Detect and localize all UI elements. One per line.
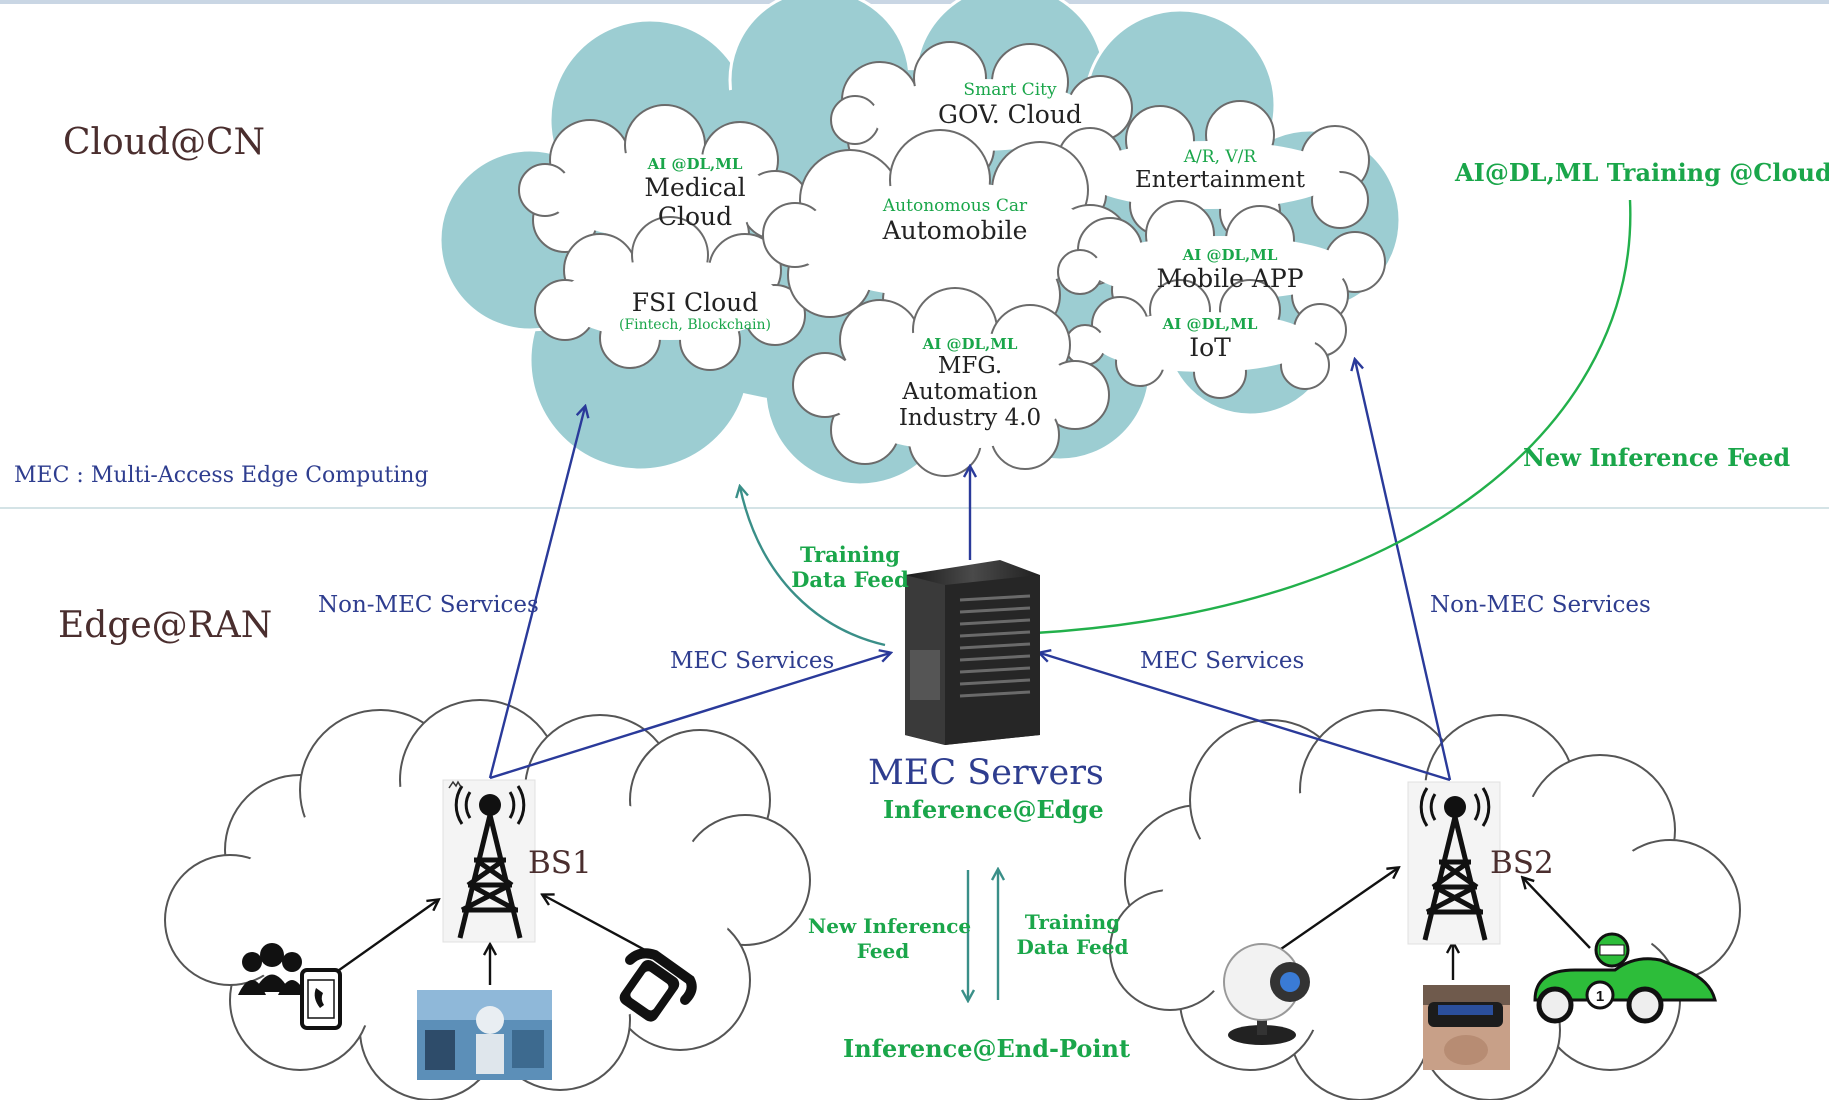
vr-headset-icon — [1423, 985, 1510, 1070]
training-at-cloud-label: AI@DL,ML Training @Cloud — [1455, 158, 1829, 187]
medical-name-1: Medical — [644, 173, 746, 202]
automobile-name: Automobile — [882, 216, 1028, 245]
entertainment-sub: A/R, V/R — [1183, 147, 1257, 167]
mec-servers-label: MEC Servers — [868, 753, 1104, 793]
inference-edge-label: Inference@Edge — [883, 795, 1104, 824]
cloud-zone-label: Cloud@CN — [63, 122, 266, 163]
gov-cloud-sub: Smart City — [963, 80, 1057, 100]
race-car-icon: 1 — [1533, 932, 1717, 1024]
fsi-cloud-shape — [534, 216, 806, 371]
training-data-feed-bottom-1: Training — [1024, 910, 1121, 934]
entertainment-name: Entertainment — [1134, 167, 1306, 193]
mfg-name-1: MFG. — [937, 353, 1003, 379]
training-data-feed-line1: Training — [800, 542, 900, 567]
mobile-app-name: Mobile APP — [1156, 264, 1304, 293]
mec-services-right: MEC Services — [1140, 648, 1305, 674]
mfg-sub: AI @DL,ML — [922, 335, 1018, 353]
automobile-cloud: Autonomous Car Automobile — [835, 196, 1075, 245]
new-inference-feed-bottom-1: New Inference — [808, 914, 972, 938]
sub-clouds — [518, 41, 1386, 477]
non-mec-services-right: Non-MEC Services — [1430, 592, 1651, 618]
new-inference-feed-label: New Inference Feed — [1523, 443, 1791, 472]
top-band — [0, 0, 1829, 4]
svg-text:1: 1 — [1596, 988, 1604, 1005]
bs1-label: BS1 — [528, 845, 592, 881]
iot-cloud-shape — [1064, 279, 1347, 399]
non-mec-services-left: Non-MEC Services — [318, 592, 539, 618]
fsi-name: FSI Cloud — [631, 288, 759, 317]
arrow-webcam-to-bs2 — [1264, 868, 1398, 961]
mfg-name-2: Automation — [902, 379, 1038, 405]
entertainment-cloud-shape — [1053, 100, 1370, 243]
tower-icon — [442, 779, 536, 943]
webcam-icon — [1223, 943, 1310, 1045]
arrow-training-data-feed — [740, 487, 886, 647]
arrow-new-inference-feed — [1035, 199, 1632, 633]
training-data-feed-bottom: Training Data Feed — [1015, 910, 1130, 960]
medical-cloud: AI @DL,ML Medical Cloud — [580, 155, 810, 231]
fsi-sub: (Fintech, Blockchain) — [618, 317, 772, 333]
mec-services-left: MEC Services — [670, 648, 835, 674]
automobile-sub: Autonomous Car — [882, 196, 1028, 216]
people-icon — [238, 943, 306, 995]
mec-definition: MEC : Multi-Access Edge Computing — [14, 463, 429, 488]
mfg-cloud: AI @DL,ML MFG. Automation Industry 4.0 — [860, 335, 1080, 431]
mobile-app-sub: AI @DL,ML — [1182, 246, 1278, 264]
mobile-app-cloud: AI @DL,ML Mobile APP — [1100, 246, 1360, 293]
new-inference-feed-bottom: New Inference Feed — [808, 914, 972, 964]
robot-photo-icon — [417, 990, 552, 1080]
tower-icon — [1407, 781, 1501, 945]
arrow-non-mec-left — [488, 407, 585, 779]
entertainment-cloud: A/R, V/R Entertainment — [1090, 147, 1350, 193]
training-data-feed-line2: Data Feed — [791, 567, 909, 592]
gov-cloud: Smart City GOV. Cloud — [880, 80, 1140, 129]
training-data-feed-label: Training Data Feed — [790, 542, 910, 592]
iot-sub: AI @DL,ML — [1162, 315, 1258, 333]
new-inference-feed-bottom-2: Feed — [856, 939, 910, 963]
arrow-watch-to-bs1 — [543, 895, 646, 952]
iot-cloud: AI @DL,ML IoT — [1110, 315, 1310, 362]
edge-zone-label: Edge@RAN — [58, 605, 273, 646]
mfg-name-3: Industry 4.0 — [898, 405, 1042, 431]
mfg-cloud-shape — [792, 287, 1110, 477]
gov-cloud-name: GOV. Cloud — [938, 100, 1082, 129]
phone-icon — [300, 968, 342, 1030]
server-tower-icon — [905, 560, 1040, 745]
medical-name-2: Cloud — [657, 202, 733, 231]
arrow-mec-right — [1040, 653, 1451, 782]
arrow-non-mec-right — [1355, 360, 1452, 781]
medical-sub: AI @DL,ML — [647, 155, 743, 173]
inference-endpoint-label: Inference@End-Point — [843, 1034, 1131, 1063]
arrow-mec-left — [489, 653, 890, 780]
iot-name: IoT — [1189, 333, 1231, 362]
arrow-car-to-bs2 — [1523, 878, 1591, 949]
fsi-cloud: FSI Cloud (Fintech, Blockchain) — [575, 288, 815, 333]
training-data-feed-bottom-2: Data Feed — [1016, 935, 1129, 959]
bs2-label: BS2 — [1490, 845, 1554, 881]
mobile-app-cloud-shape — [1057, 200, 1386, 327]
smartwatch-icon — [619, 948, 697, 1022]
